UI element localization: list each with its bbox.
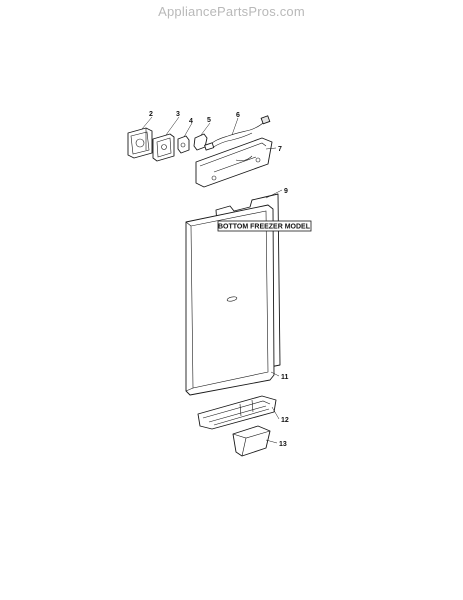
part-2-housing[interactable] bbox=[127, 127, 153, 159]
part-3-plate[interactable] bbox=[152, 133, 175, 162]
watermark-text: AppliancePartsPros.com bbox=[158, 4, 305, 19]
part-7-cover[interactable] bbox=[195, 137, 273, 188]
part-11-door-panel[interactable] bbox=[185, 204, 275, 396]
model-label: BOTTOM FREEZER MODEL bbox=[218, 224, 311, 231]
leader-lines bbox=[141, 116, 283, 444]
model-label-box: BOTTOM FREEZER MODEL bbox=[217, 220, 312, 232]
callout-9: 9 bbox=[284, 188, 288, 195]
part-6-wire-harness[interactable] bbox=[204, 115, 271, 151]
part-4-seal[interactable] bbox=[177, 135, 190, 154]
callout-5: 5 bbox=[207, 117, 211, 124]
callout-7: 7 bbox=[278, 146, 282, 153]
part-13-bin[interactable] bbox=[232, 425, 271, 457]
callout-11: 11 bbox=[281, 374, 289, 381]
callout-4: 4 bbox=[189, 118, 193, 125]
callout-3: 3 bbox=[176, 111, 180, 118]
callout-13: 13 bbox=[279, 441, 287, 448]
callout-6: 6 bbox=[236, 112, 240, 119]
callout-2: 2 bbox=[149, 111, 153, 118]
callout-12: 12 bbox=[281, 417, 289, 424]
part-12-trim[interactable] bbox=[197, 395, 277, 430]
